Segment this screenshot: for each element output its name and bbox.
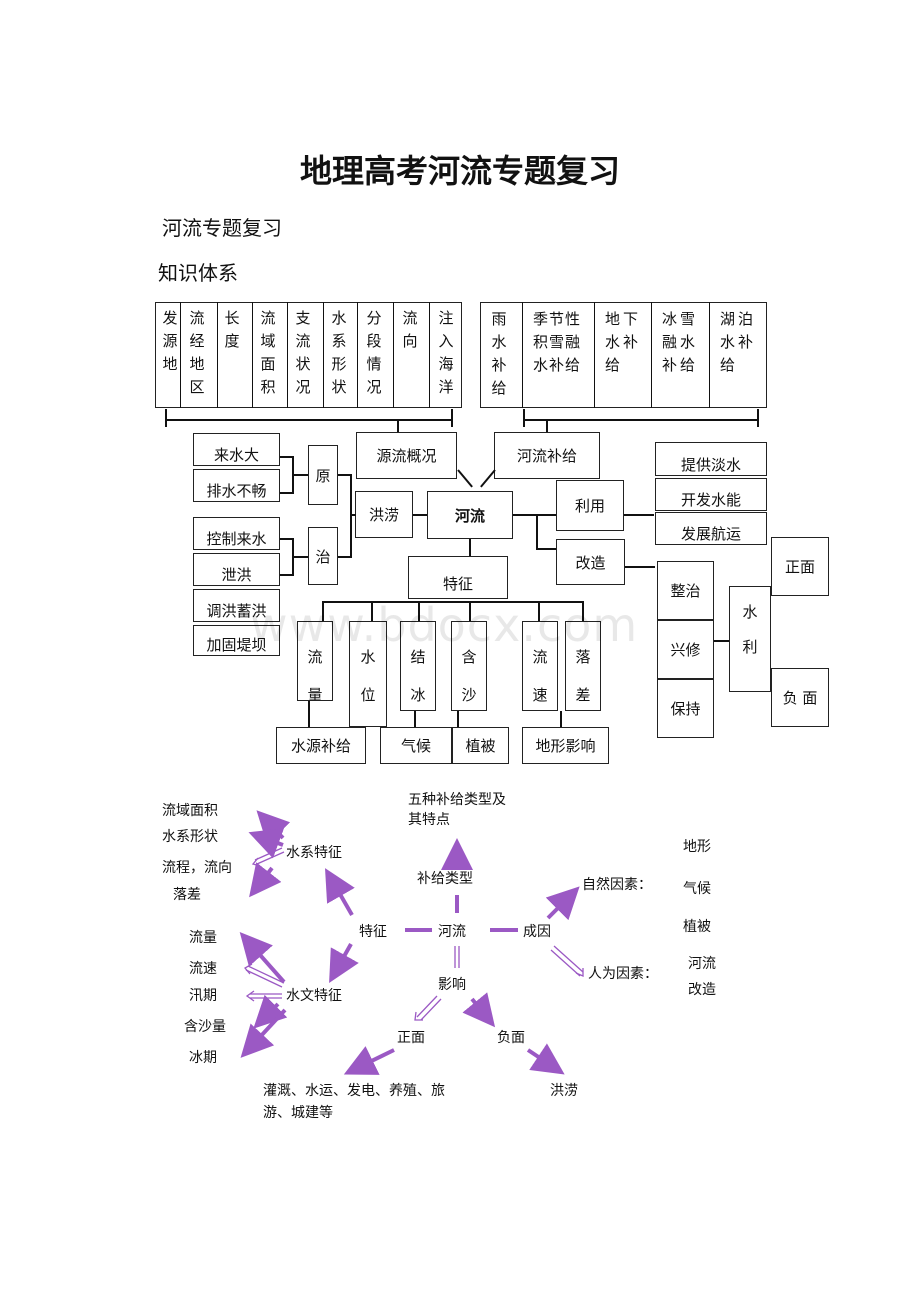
supply-col: 季节性积雪融水补给 [533,310,582,374]
zhi-box: 治 [308,527,338,585]
factor-box: 地形影响 [522,727,609,764]
mm-buji: 补给类型 [417,871,473,887]
overview-col: 流经地区 [189,309,205,396]
feature-box: 水位 [349,621,387,727]
cause-box: 排水不畅 [193,469,280,502]
mm-shuiwen-item: 流速 [189,961,217,977]
mm-buji-desc: 其特点 [408,812,450,828]
overview-col: 水系形状 [331,309,347,396]
overview-col: 支流状况 [295,309,311,396]
mm-shuiwen-item: 流量 [189,930,217,946]
gaizao-box: 改造 [556,539,625,585]
mm-yingxiang: 影响 [438,977,466,993]
mm-shuiwen-item: 含沙量 [184,1019,226,1035]
yuanliu-box: 源流概况 [356,432,457,479]
supply-col: 地下水补给 [605,310,642,374]
factor-box: 水源补给 [276,727,366,764]
mm-shuiwen-item: 汛期 [189,988,217,1004]
mm-renwei: 人为因素： [588,966,658,982]
yuan-box: 原 [308,445,338,505]
mm-shuixi-item: 流程，流向 [162,860,232,876]
use-box: 发展航运 [655,512,767,545]
feature-box: 流速 [522,621,558,711]
mm-renwei-item: 改造 [688,982,716,998]
mm-ziran-item: 地形 [683,839,711,855]
section-heading: 知识体系 [158,261,238,285]
feature-box: 含沙 [451,621,487,711]
gz-box: 保持 [657,679,714,738]
mm-ziran-item: 植被 [683,919,711,935]
gz-box: 兴修 [657,620,714,679]
mm-ziran: 自然因素： [582,877,652,893]
mm-zheng-desc: 灌溉、水运、发电、养殖、旅 [263,1083,445,1099]
gz-box: 整治 [657,561,714,620]
mm-buji-desc: 五种补给类型及 [408,792,506,808]
shuili-box: 水利 [729,586,771,692]
buji-box: 河流补给 [494,432,600,479]
mm-chengyin: 成因 [523,924,551,940]
liyong-box: 利用 [556,480,624,531]
mm-fu-desc: 洪涝 [550,1083,578,1099]
overview-col: 流向 [402,309,418,350]
fumian-box: 负 面 [771,668,829,727]
mm-zhengmian: 正面 [397,1030,425,1046]
tezheng-box: 特征 [408,556,508,599]
center-box: 河流 [427,491,513,539]
hongliao-box: 洪涝 [355,491,413,538]
mm-renwei-item: 河流 [688,956,716,972]
overview-col: 长度 [224,309,240,350]
mm-fumian: 负面 [497,1030,525,1046]
cause-box: 来水大 [193,433,280,466]
factor-box: 植被 [452,727,509,764]
overview-col: 分段情况 [366,309,382,396]
mm-ziran-item: 气候 [683,881,711,897]
overview-col: 流域面积 [260,309,276,396]
page-title: 地理高考河流专题复习 [299,152,620,190]
feature-box: 结冰 [400,621,436,711]
feature-box: 流量 [297,621,333,701]
cure-box: 加固堤坝 [193,625,280,656]
feature-box: 落差 [565,621,601,711]
mm-zheng-desc: 游、城建等 [263,1105,333,1121]
supply-table [480,302,767,408]
mm-tezheng: 特征 [359,924,387,940]
mm-shuiwen-item: 冰期 [189,1050,217,1066]
overview-col: 发源地 [162,309,178,373]
overview-col: 注入海洋 [438,309,454,396]
use-box: 开发水能 [655,478,767,511]
cure-box: 控制来水 [193,517,280,550]
mm-shuixi-item: 落差 [173,887,201,903]
factor-box: 气候 [380,727,452,764]
mm-shuiwen: 水文特征 [286,988,342,1004]
watermark: www.bdocx.com [250,598,639,652]
supply-col: 雨水补给 [491,310,507,397]
cure-box: 调洪蓄洪 [193,589,280,622]
mm-shuixi: 水系特征 [286,845,342,861]
overview-table [155,302,462,408]
supply-col: 湖泊水补给 [720,310,757,374]
subtitle: 河流专题复习 [162,216,282,240]
zhengmian-box: 正面 [771,537,829,596]
supply-col: 冰雪融水补给 [662,310,699,374]
mm-shuixi-item: 流域面积 [162,803,218,819]
mm-center: 河流 [438,924,466,940]
cure-box: 泄洪 [193,553,280,586]
mm-shuixi-item: 水系形状 [162,829,218,845]
use-box: 提供淡水 [655,442,767,476]
